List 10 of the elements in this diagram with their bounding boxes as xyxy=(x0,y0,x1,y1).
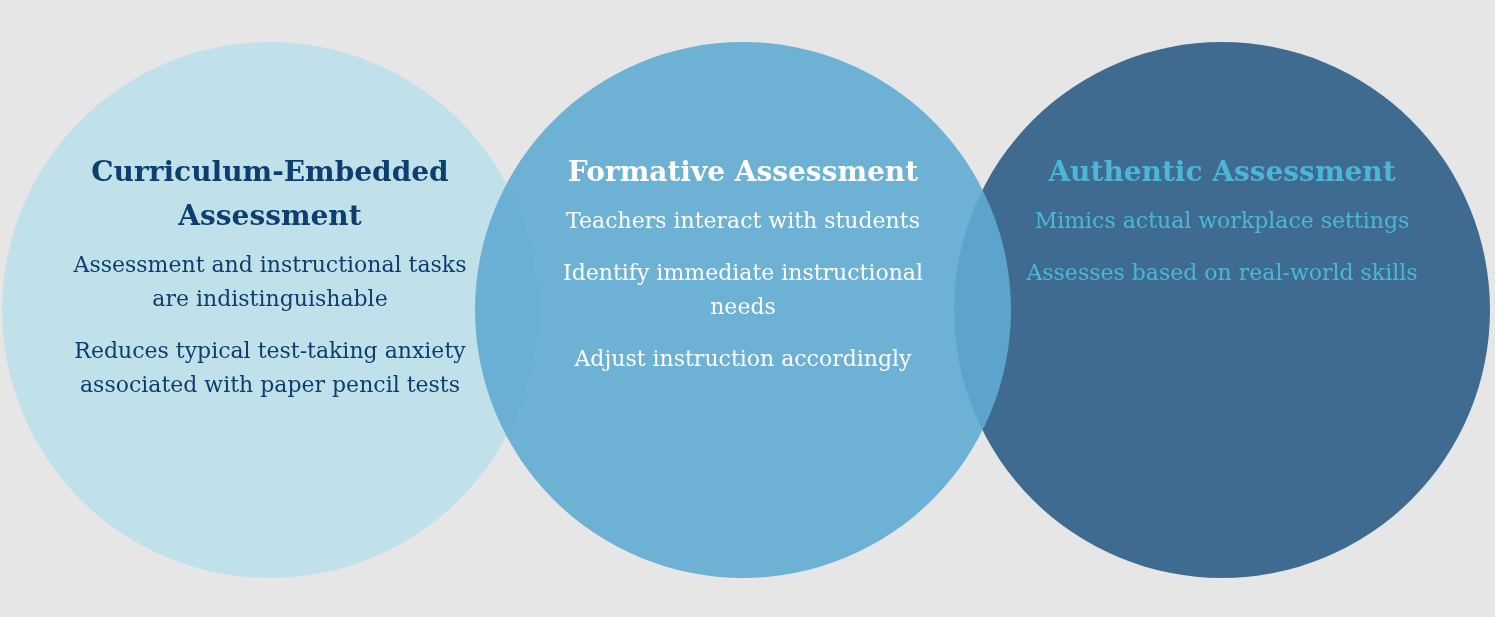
circle-text: Mimics actual workplace settings xyxy=(1033,207,1411,235)
circle-text: Teachers interact with students xyxy=(565,207,921,235)
circle-text: Adjust instruction accordingly xyxy=(573,345,913,373)
circle-text: Assesses based on real-world skills xyxy=(1025,259,1419,287)
circle-heading: Authentic Assessment xyxy=(1047,154,1397,190)
circle-text: Identify immediate instructional needs xyxy=(561,259,925,321)
circle-text: Assessment and instructional tasks are indistinguishable xyxy=(72,251,468,313)
circle-text: Reduces typical test-taking anxiety associated with paper pencil tests xyxy=(73,337,467,399)
circle-heading: Formative Assessment xyxy=(566,154,920,190)
circle-heading: Curriculum-Embedded Assessment xyxy=(90,154,450,234)
